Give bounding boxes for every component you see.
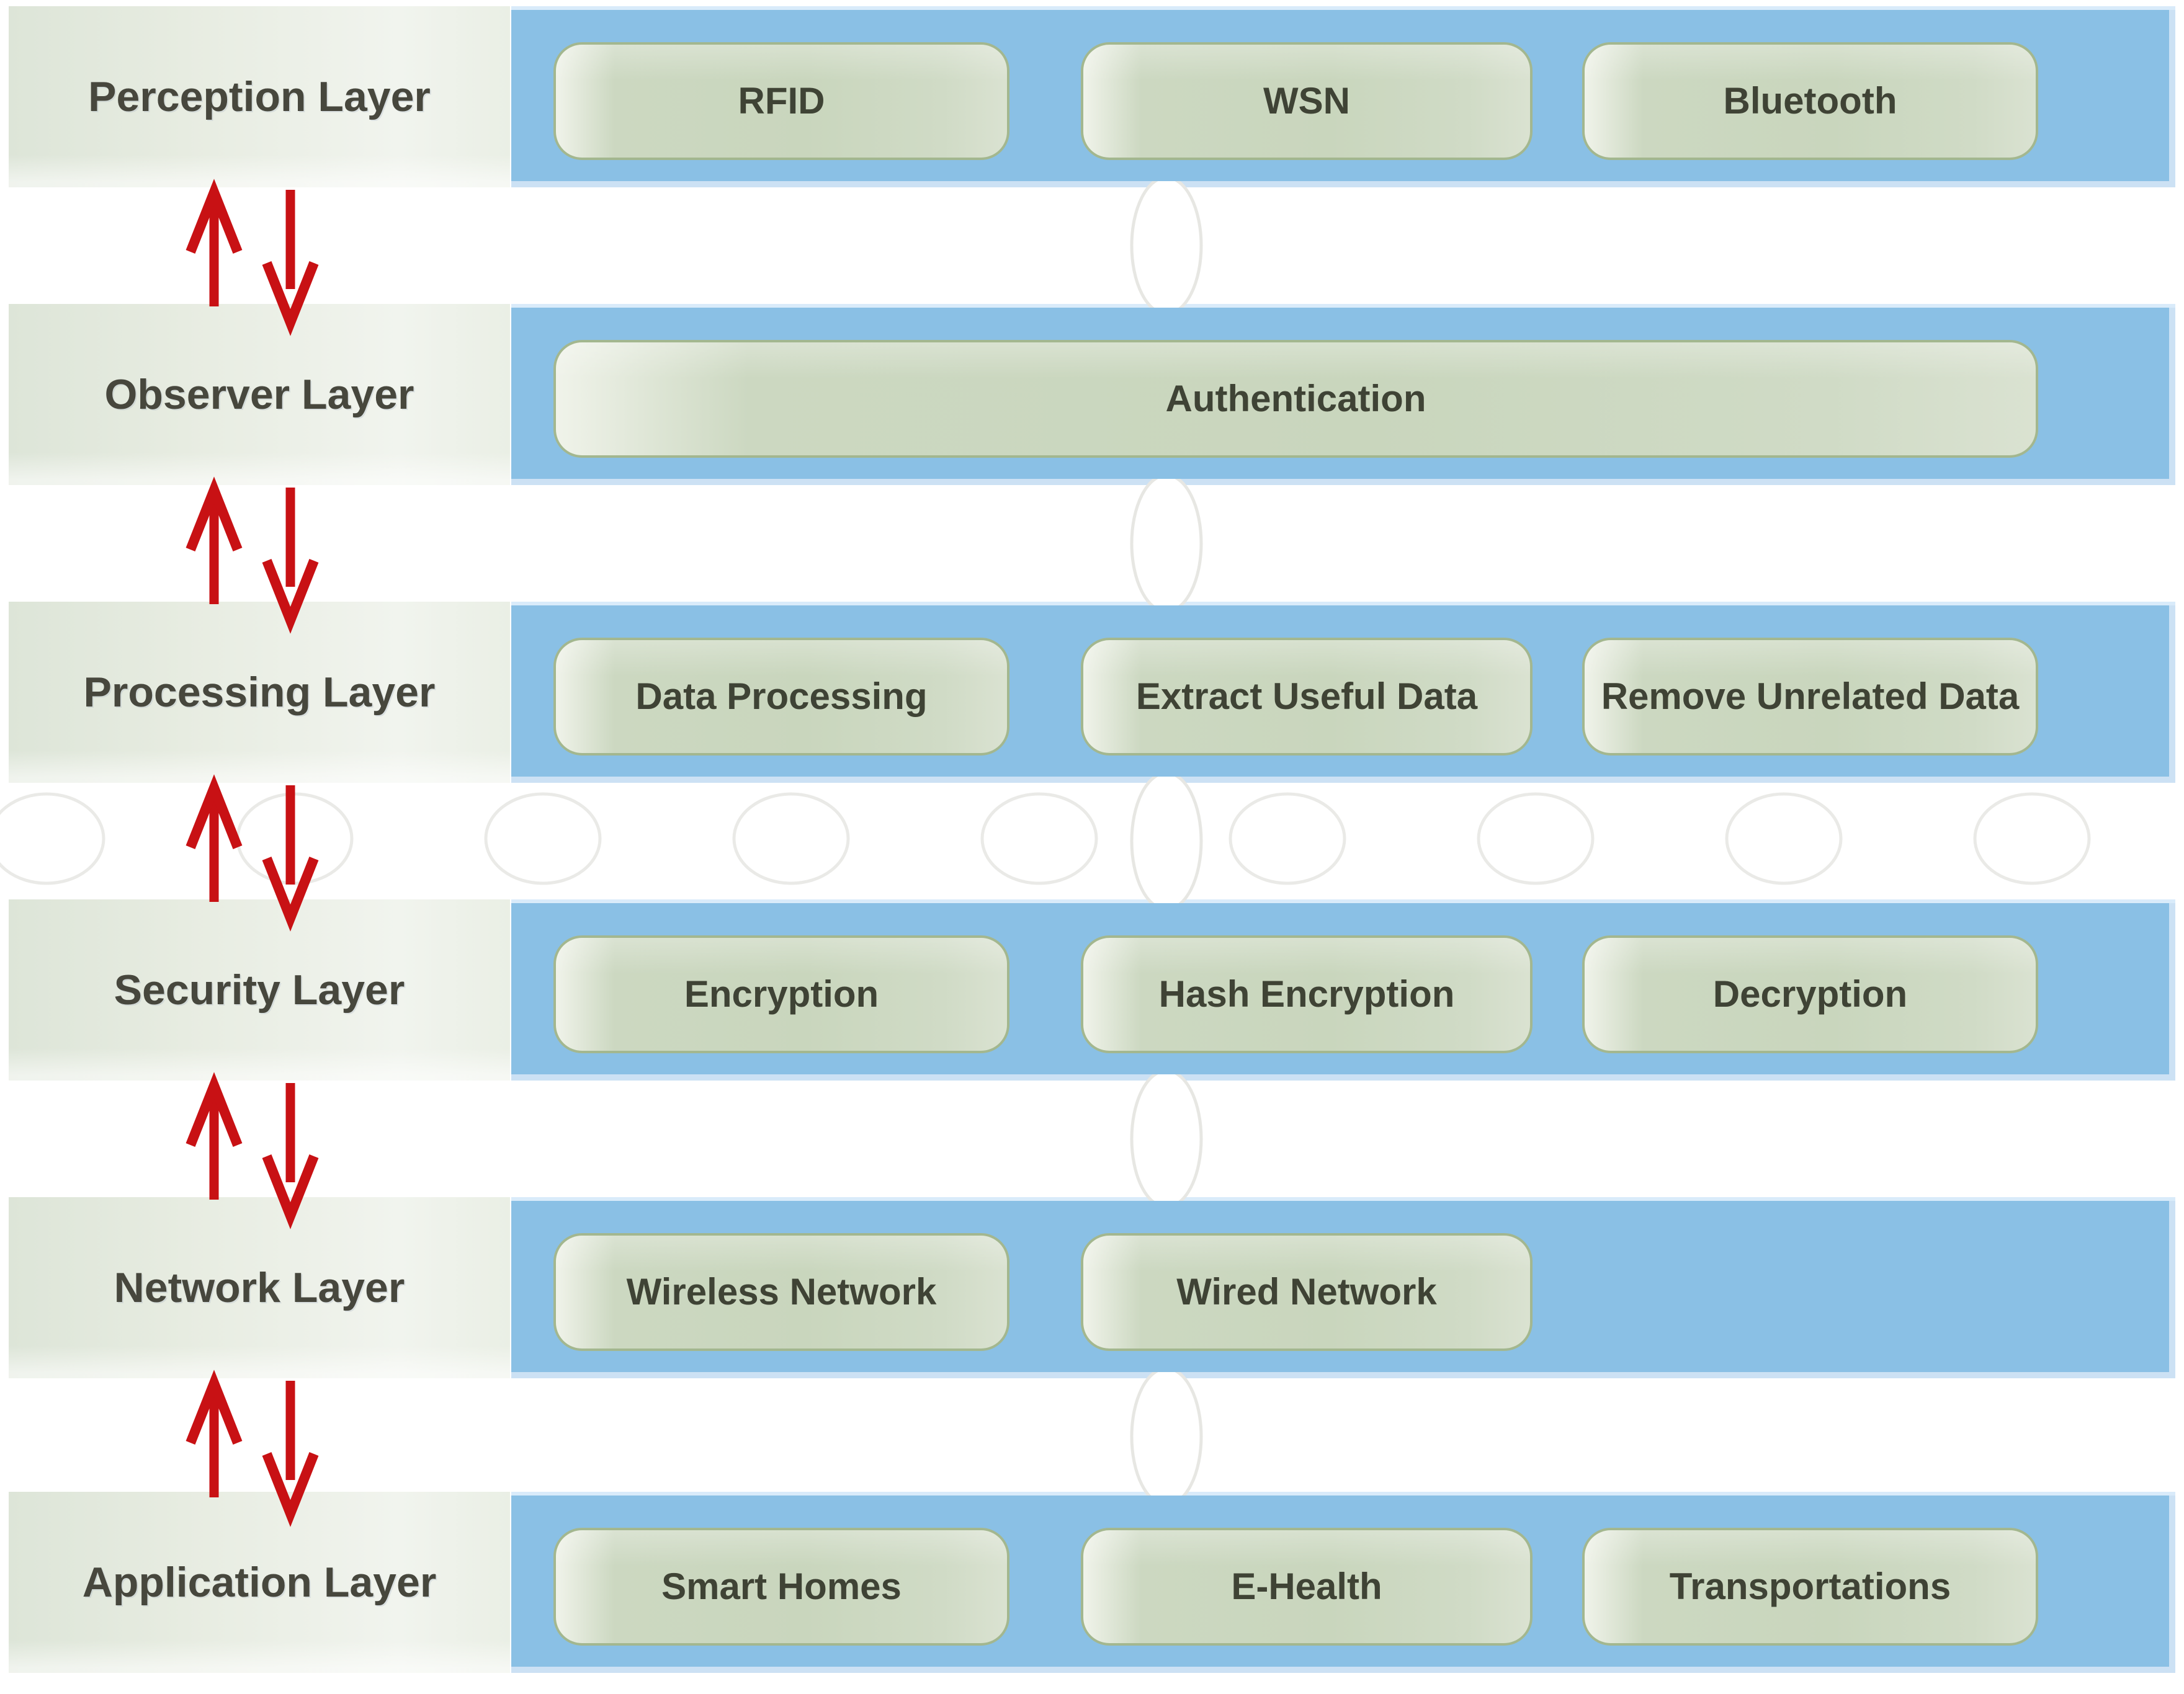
layer-label-security: Security Layer <box>9 899 510 1081</box>
band-edge <box>511 899 2175 903</box>
chip-hash-encryption: Hash Encryption <box>1081 935 1533 1053</box>
arrow-down-icon <box>262 488 319 634</box>
chip-extract-useful-data: Extract Useful Data <box>1081 638 1533 756</box>
chip-text: Transportations <box>1669 1566 1951 1607</box>
arrow-down-icon <box>262 1083 319 1229</box>
arrow-up-icon <box>186 1072 243 1200</box>
band-edge <box>511 6 2175 10</box>
chip-text: E-Health <box>1231 1566 1382 1607</box>
chip-text: Decryption <box>1712 973 1908 1015</box>
chip-authentication: Authentication <box>553 340 2038 458</box>
layer-label-text: Application Layer <box>82 1559 437 1606</box>
bidirectional-arrows <box>186 1072 319 1229</box>
band-edge <box>511 777 2175 783</box>
chip-wireless-network: Wireless Network <box>553 1233 1009 1351</box>
layer-label-observer: Observer Layer <box>9 304 510 485</box>
layer-label-text: Processing Layer <box>83 669 436 716</box>
chip-text: Extract Useful Data <box>1135 675 1478 717</box>
layer-label-application: Application Layer <box>9 1492 510 1673</box>
chip-text: Wireless Network <box>626 1271 937 1313</box>
chip-text: WSN <box>1263 80 1350 122</box>
arrow-down-icon <box>262 785 319 932</box>
chip-encryption: Encryption <box>553 935 1009 1053</box>
chip-text: Hash Encryption <box>1158 973 1455 1015</box>
arrow-up-icon <box>186 1370 243 1497</box>
chip-data-processing: Data Processing <box>553 638 1009 756</box>
chip-text: Encryption <box>684 973 879 1015</box>
chip-wsn: WSN <box>1081 42 1533 160</box>
band-edge <box>511 181 2175 187</box>
bidirectional-arrows <box>186 774 319 932</box>
bidirectional-arrows <box>186 476 319 634</box>
band-edge <box>511 1197 2175 1201</box>
layer-label-text: Security Layer <box>114 966 405 1014</box>
layer-label-text: Perception Layer <box>88 73 431 120</box>
layer-label-text: Observer Layer <box>104 371 414 418</box>
band-edge <box>511 479 2175 485</box>
chip-e-health: E-Health <box>1081 1528 1533 1646</box>
chip-text: Bluetooth <box>1723 80 1897 122</box>
bidirectional-arrows <box>186 1370 319 1527</box>
layer-label-network: Network Layer <box>9 1197 510 1378</box>
chip-text: Authentication <box>1165 378 1426 419</box>
bidirectional-arrows <box>186 179 319 336</box>
band-edge <box>511 1074 2175 1081</box>
band-edge <box>511 304 2175 308</box>
band-edge <box>511 602 2175 605</box>
arrow-down-icon <box>262 1381 319 1527</box>
chip-remove-unrelated-data: Remove Unrelated Data <box>1582 638 2038 756</box>
chip-wired-network: Wired Network <box>1081 1233 1533 1351</box>
chip-decryption: Decryption <box>1582 935 2038 1053</box>
layer-label-text: Network Layer <box>114 1264 405 1311</box>
chip-text: Wired Network <box>1176 1271 1437 1313</box>
chip-text: Smart Homes <box>661 1566 902 1607</box>
chip-smart-homes: Smart Homes <box>553 1528 1009 1646</box>
layer-label-processing: Processing Layer <box>9 602 510 783</box>
layer-label-perception: Perception Layer <box>9 6 510 187</box>
band-edge <box>511 1372 2175 1378</box>
arrow-down-icon <box>262 190 319 336</box>
chip-bluetooth: Bluetooth <box>1582 42 2038 160</box>
arrow-up-icon <box>186 476 243 604</box>
chip-transportations: Transportations <box>1582 1528 2038 1646</box>
band-edge <box>511 1667 2175 1673</box>
chip-text: Remove Unrelated Data <box>1601 675 2020 717</box>
arrow-up-icon <box>186 774 243 902</box>
arrow-up-icon <box>186 179 243 306</box>
chip-text: RFID <box>738 80 825 122</box>
band-edge <box>511 1492 2175 1496</box>
chip-rfid: RFID <box>553 42 1009 160</box>
chip-text: Data Processing <box>635 675 928 717</box>
